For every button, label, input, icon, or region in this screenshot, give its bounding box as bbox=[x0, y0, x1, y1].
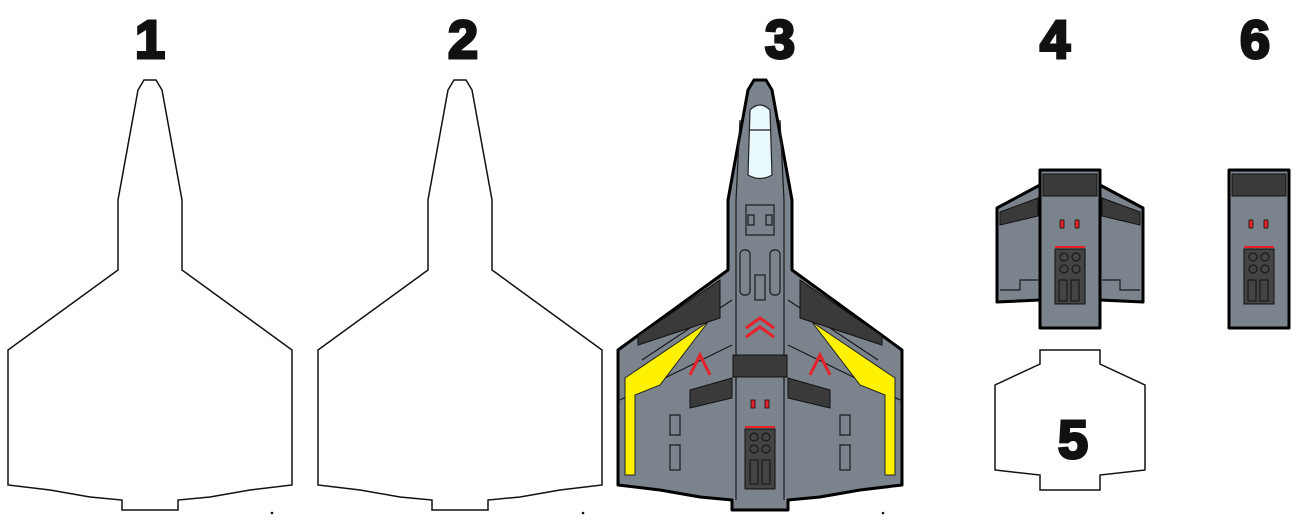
ship-part-6 bbox=[1227, 168, 1291, 330]
canopy bbox=[747, 104, 773, 180]
label-5: 5 bbox=[1058, 410, 1088, 470]
label-1: 1 bbox=[135, 10, 165, 70]
label-4: 4 bbox=[1040, 10, 1070, 70]
ship-outline-1 bbox=[7, 79, 293, 511]
label-6: 6 bbox=[1240, 10, 1270, 70]
ship-part-4 bbox=[995, 168, 1145, 330]
ship-outline-2 bbox=[317, 79, 603, 511]
ship-full-3 bbox=[616, 78, 904, 512]
ship-part-5-outline: 5 bbox=[994, 349, 1146, 491]
marker-dot-3 bbox=[881, 511, 885, 515]
label-3: 3 bbox=[765, 10, 795, 70]
marker-dot-1 bbox=[270, 511, 274, 515]
marker-dot-2 bbox=[581, 511, 585, 515]
label-2: 2 bbox=[448, 10, 478, 70]
